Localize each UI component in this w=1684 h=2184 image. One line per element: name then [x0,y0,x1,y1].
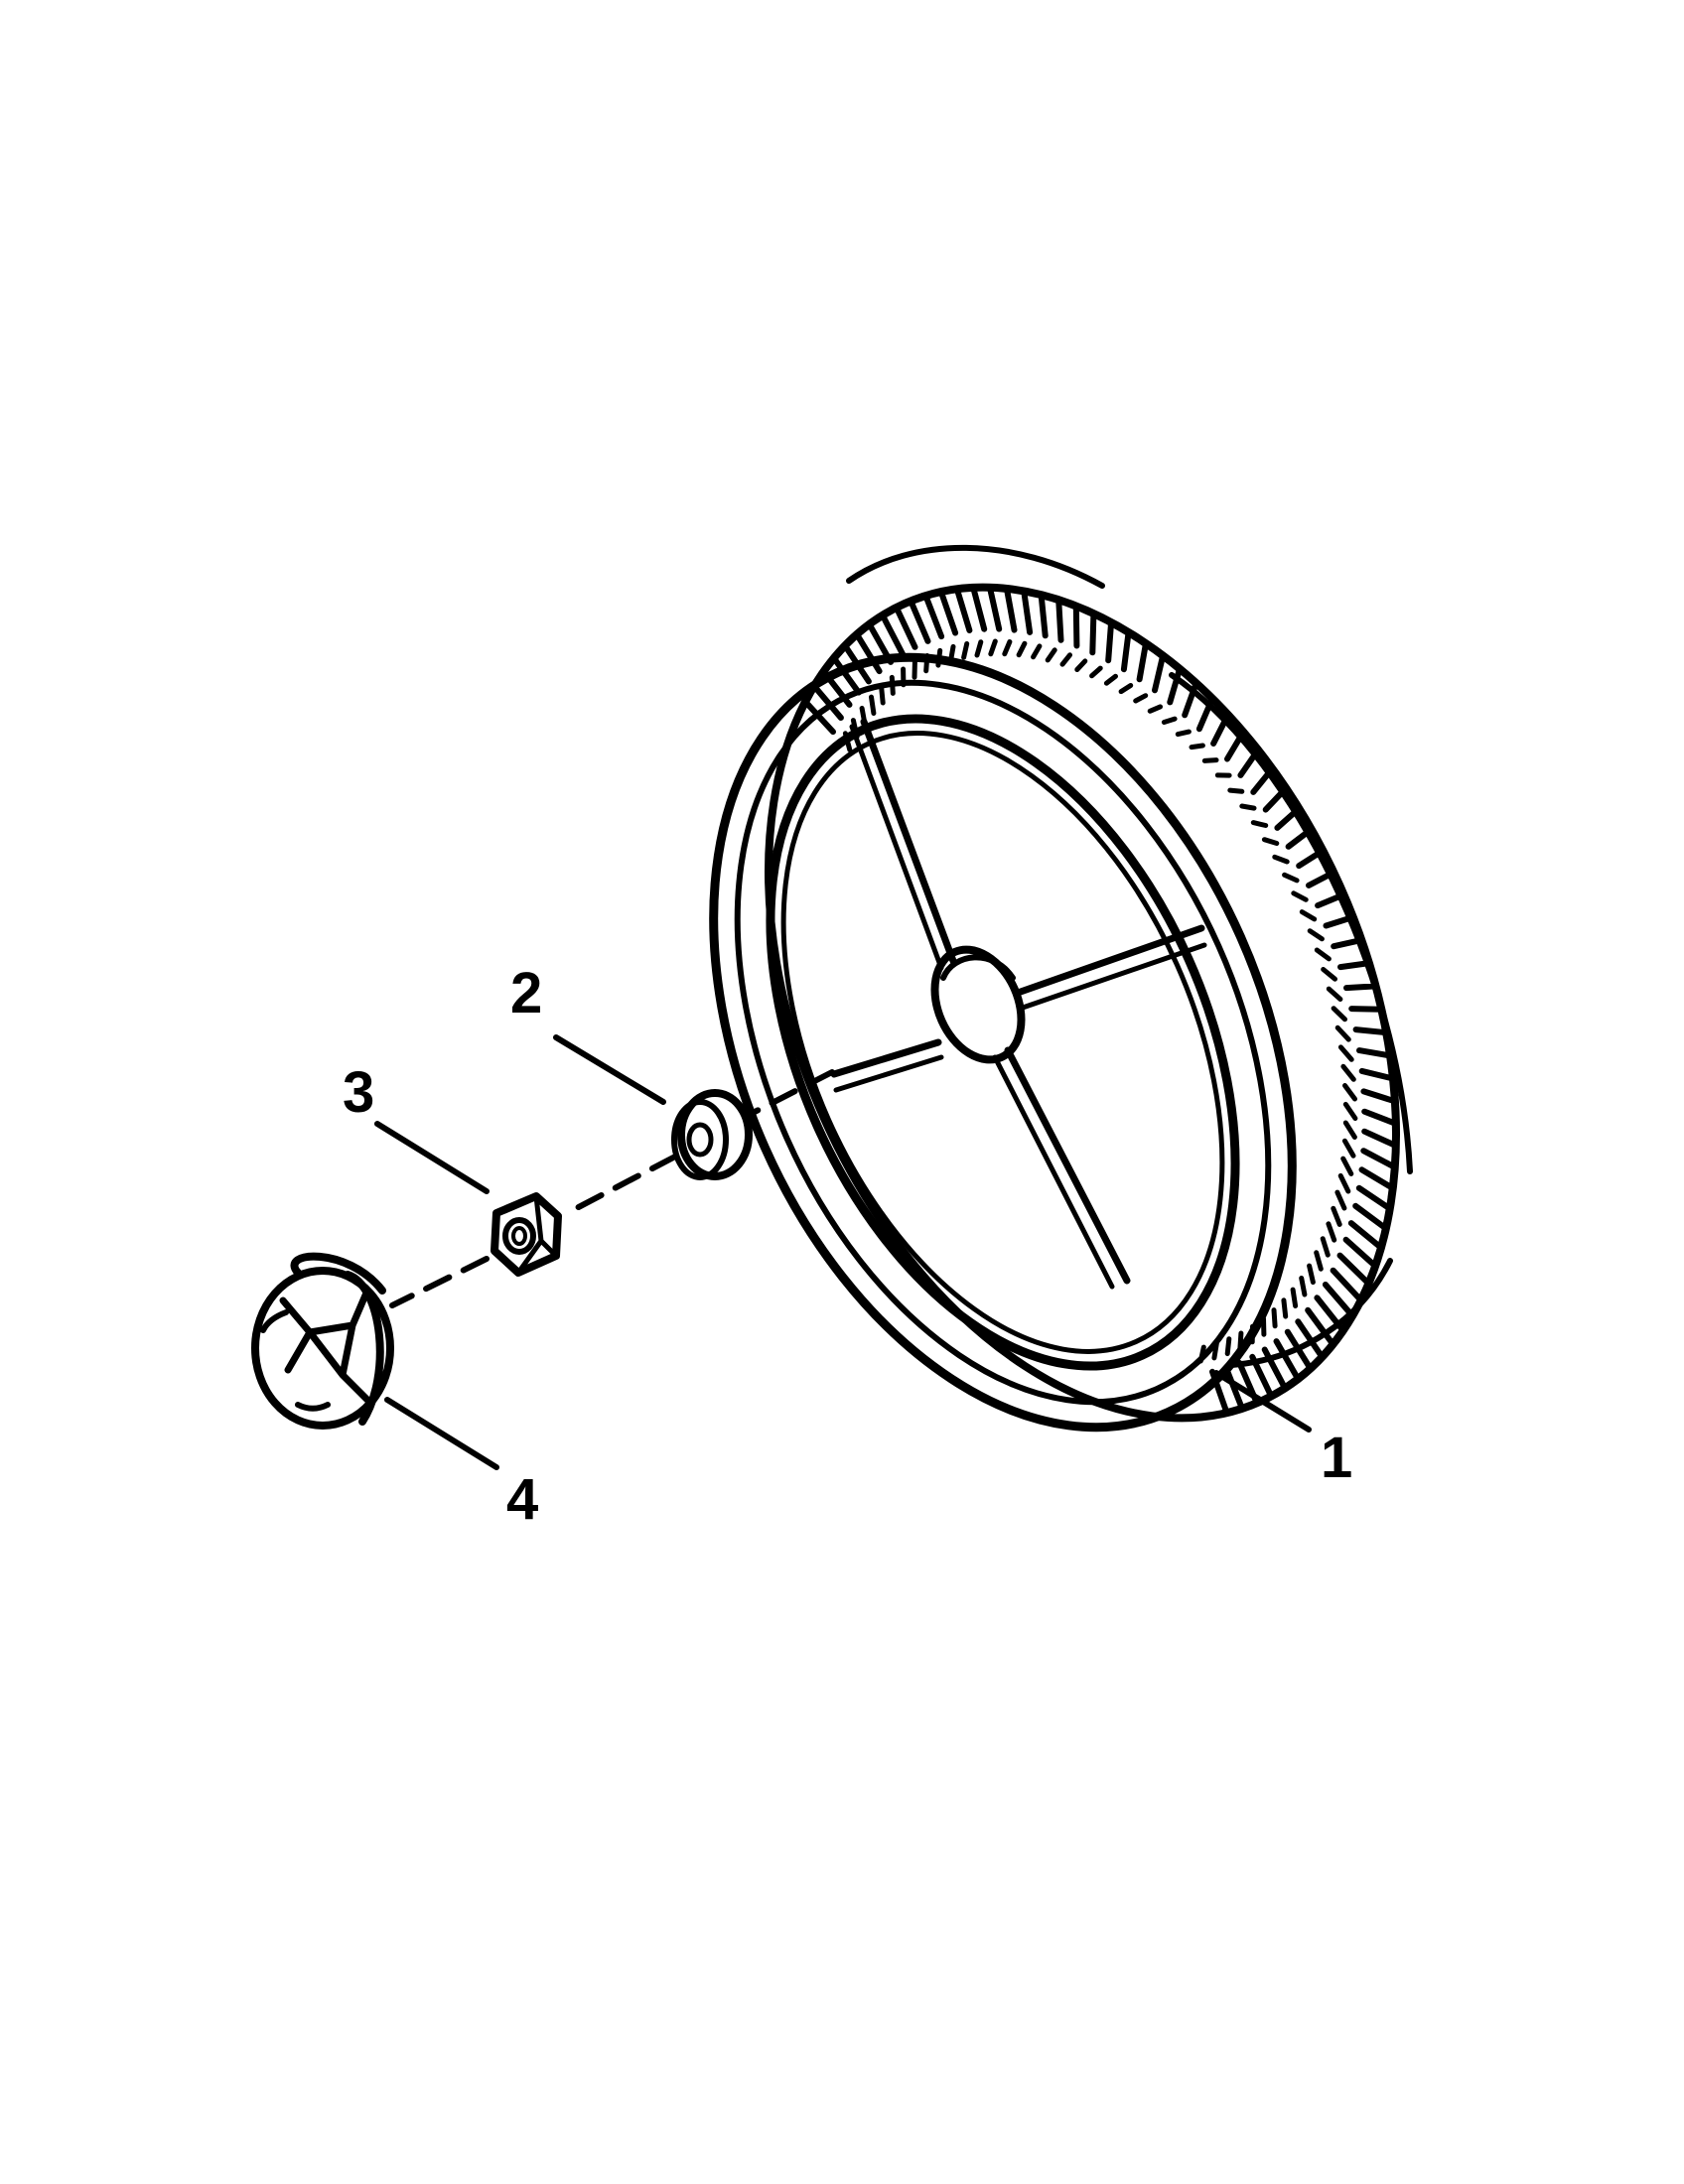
wheel-spokes [830,718,1207,1290]
leader-line-2 [553,1034,666,1105]
callout-1: 1 [1321,1426,1352,1490]
washer-part [671,1089,753,1180]
leader-line-3 [374,1121,490,1194]
assembly-axis-line [389,1069,835,1308]
hex-nut-part [491,1192,562,1277]
callout-3: 3 [343,1060,374,1125]
wheel-part [709,544,1413,1433]
leader-line-1 [1213,1370,1312,1433]
tread-zigzag [802,584,1399,1417]
hub-cap-part [251,1252,394,1430]
callout-2: 2 [510,961,542,1025]
leader-line-4 [384,1397,499,1470]
leader-lines [374,1034,1312,1470]
callout-4: 4 [506,1467,538,1532]
tread-pattern [802,584,1399,1417]
wheel-hub [930,945,1026,1064]
